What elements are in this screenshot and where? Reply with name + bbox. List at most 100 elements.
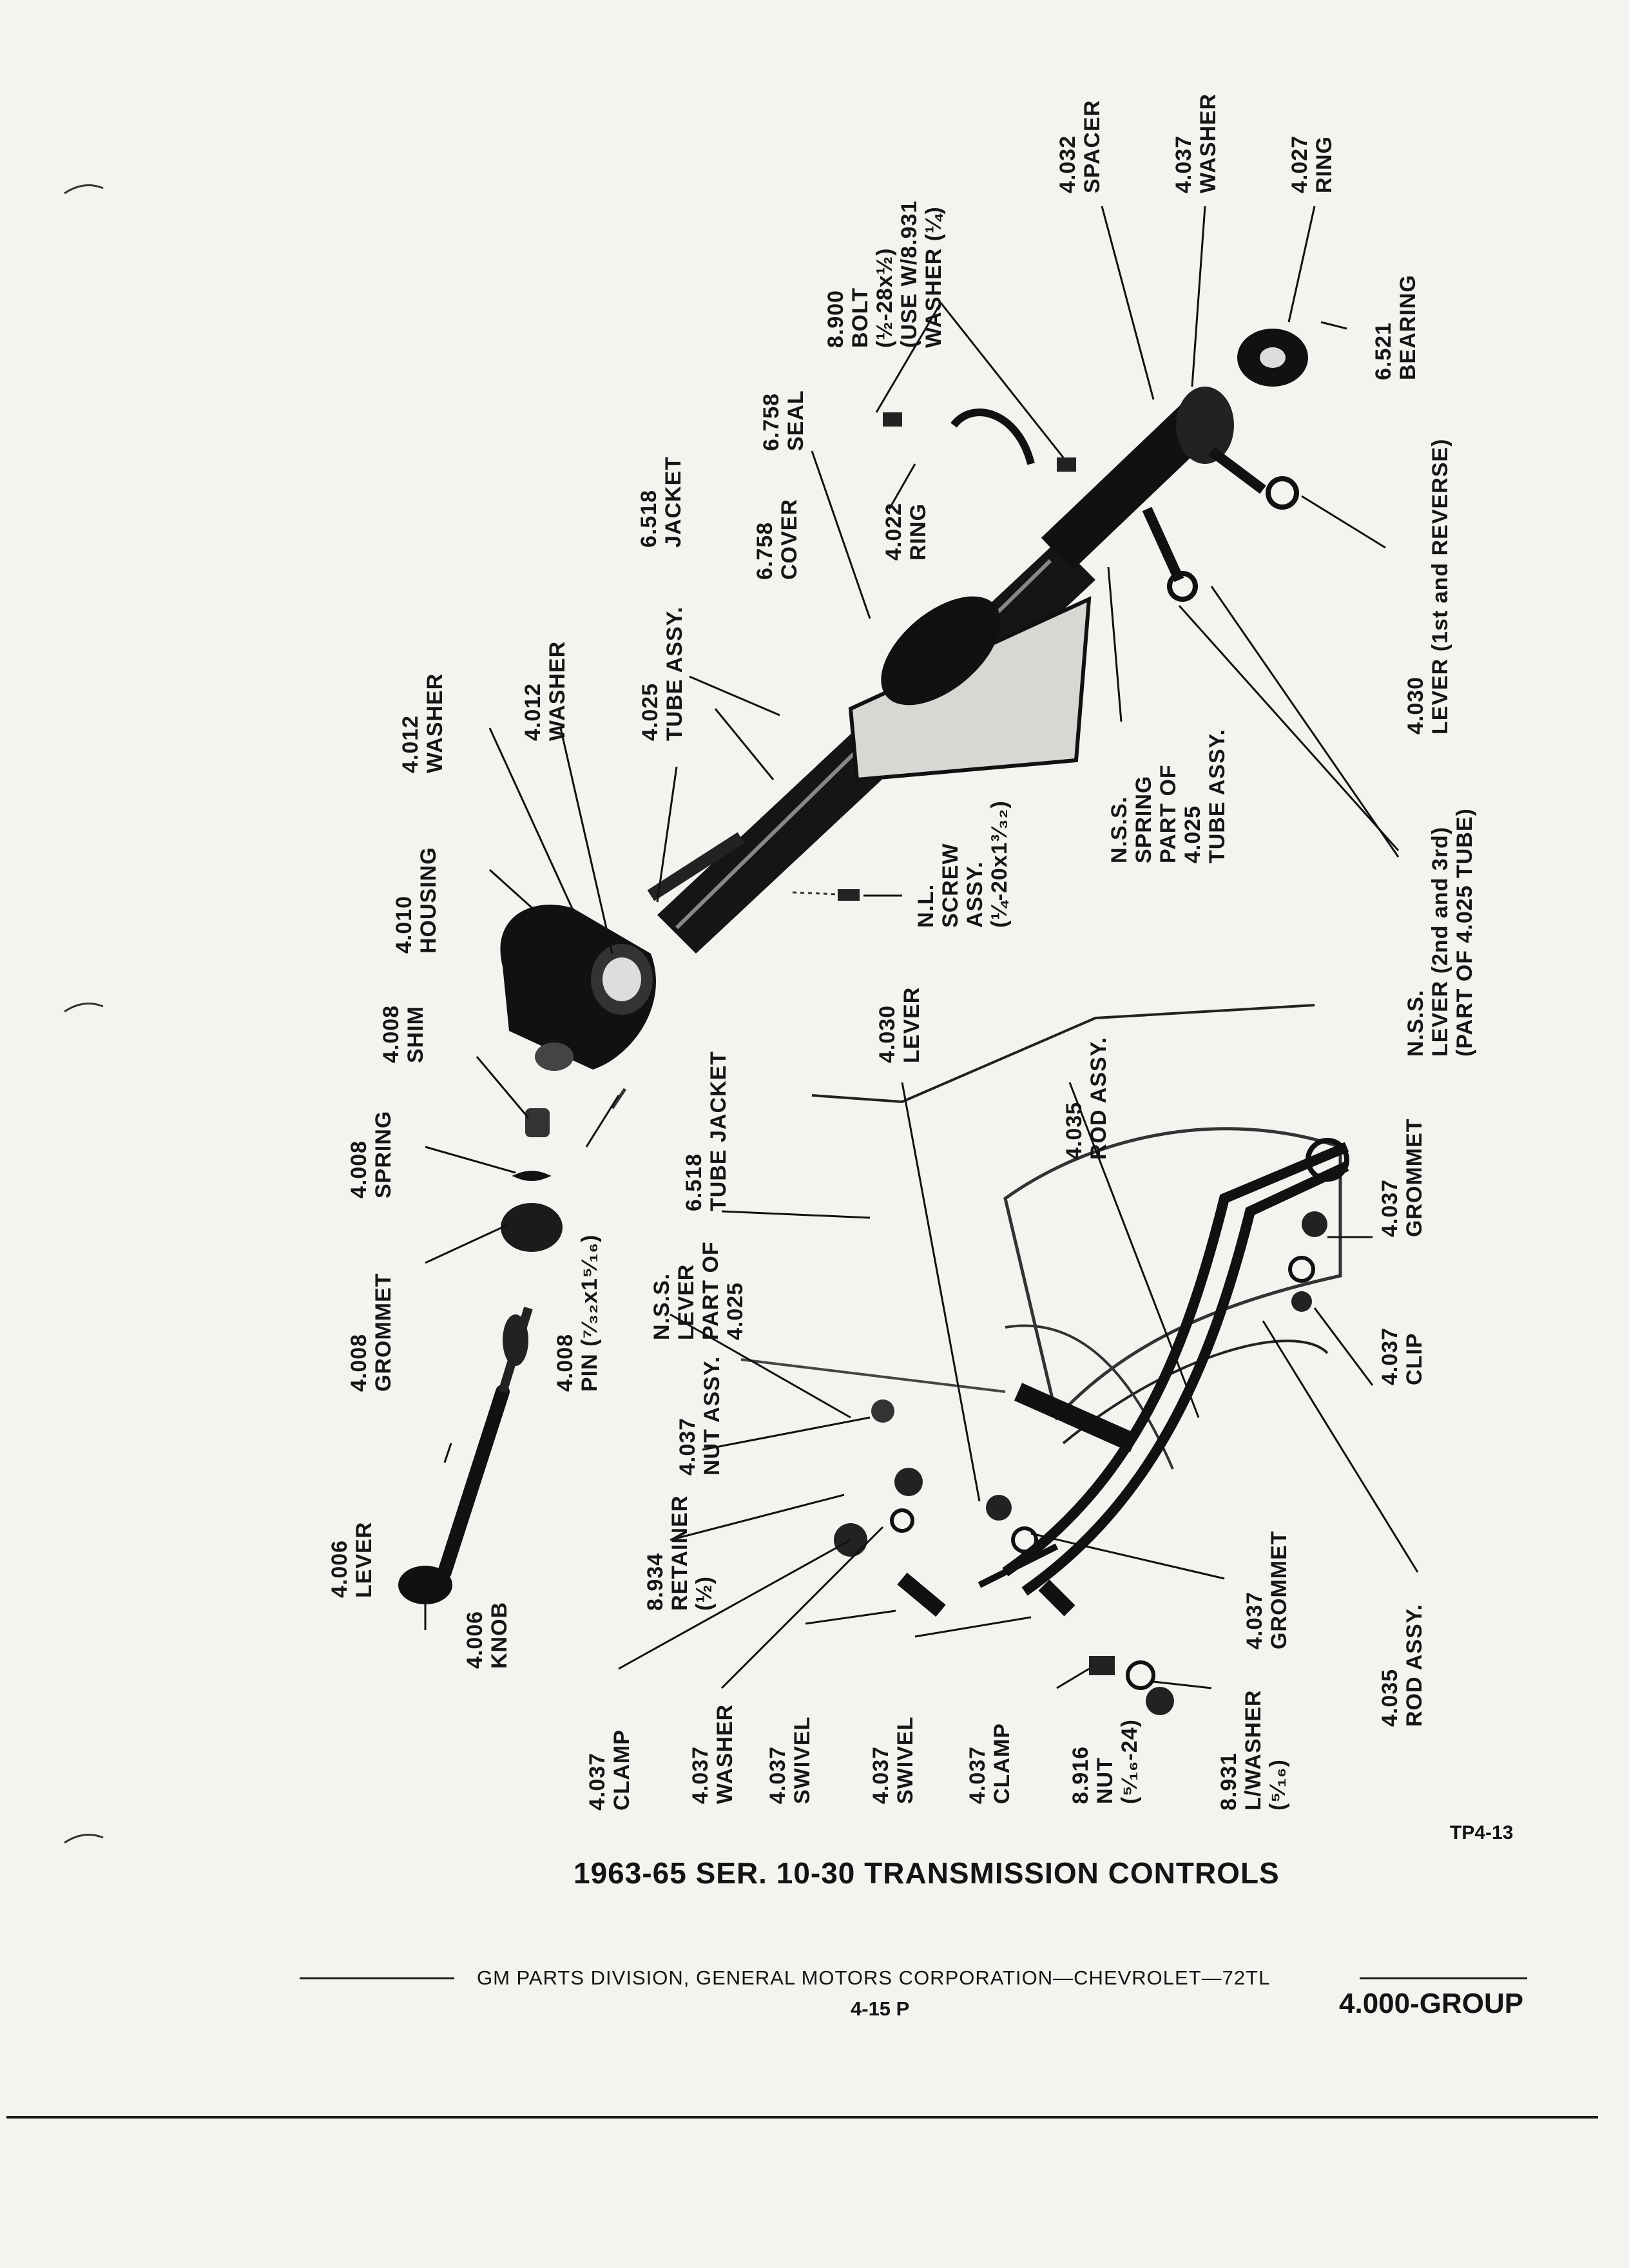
label-line: GROMMET — [1267, 1530, 1291, 1649]
label-line: 4.025 — [723, 1282, 747, 1340]
small-hardware — [834, 1211, 1327, 1715]
label-line: GROMMET — [1402, 1118, 1427, 1237]
label-line: SEAL — [784, 390, 808, 451]
label-line: RETAINER — [668, 1495, 692, 1611]
label-line: SCREW — [938, 843, 963, 928]
footer-rule-right — [1360, 1977, 1527, 1979]
lower-linkage-frame — [740, 1004, 1342, 1470]
label-line: 8.900 — [824, 289, 848, 348]
rod-assemblies — [978, 1138, 1349, 1596]
label-line: WASHER — [713, 1704, 737, 1804]
label-line: ROD ASSY. — [1086, 1036, 1111, 1160]
label-line: PART OF — [699, 1241, 723, 1340]
label-line: 4.037 — [1378, 1178, 1402, 1237]
label-line: 4.025 — [638, 682, 662, 741]
label-line: 4.032 — [1055, 135, 1080, 193]
label-line: ASSY. — [963, 861, 987, 928]
label-line: 4.008 — [347, 1140, 371, 1198]
label-line: BOLT — [848, 287, 872, 348]
label-line: TUBE JACKET — [706, 1050, 731, 1211]
label-line: 4.012 — [521, 682, 545, 741]
label-line: BEARING — [1396, 274, 1420, 380]
label-line: 4.037 — [766, 1745, 790, 1804]
label-line: TUBE ASSY. — [1205, 728, 1229, 863]
label-line: 8.931 — [1217, 1752, 1241, 1811]
label-line: 4.010 — [392, 895, 416, 954]
label-line: COVER — [777, 499, 802, 580]
label-line: 4.037 — [869, 1745, 893, 1804]
label-line: 6.518 — [682, 1153, 706, 1211]
label-line: 6.518 — [637, 489, 661, 548]
label-line: 4.037 — [675, 1417, 700, 1475]
label-line: ROD ASSY. — [1402, 1603, 1427, 1727]
label-line: 4.037 — [585, 1752, 610, 1811]
label-line: 6.758 — [759, 392, 784, 451]
page-number: 4-15 P — [851, 1997, 910, 2020]
label-line: (½-28x½) — [872, 247, 897, 348]
label-line: SPRING — [1132, 775, 1156, 863]
label-line: (USE W/8.931 — [897, 200, 921, 348]
lbl-nss-lever-2nd: N.S.S.LEVER (2nd and 3rd)(PART OF 4.025 … — [1403, 808, 1477, 1057]
label-line: CLAMP — [990, 1723, 1014, 1804]
label-line: NUT — [1093, 1757, 1117, 1804]
diagram-title: 1963-65 SER. 10-30 TRANSMISSION CONTROLS — [574, 1856, 1280, 1890]
label-line: TUBE ASSY. — [662, 606, 687, 741]
label-line: N.L. — [914, 883, 938, 928]
label-line: L/WASHER — [1241, 1689, 1266, 1811]
label-line: KNOB — [487, 1601, 512, 1669]
label-line: 4.006 — [327, 1539, 352, 1598]
label-line: PART OF — [1156, 764, 1181, 863]
label-line: LEVER — [900, 986, 924, 1063]
label-line: (PART OF 4.025 TUBE) — [1452, 808, 1477, 1057]
label-line: 4.022 — [882, 502, 906, 561]
footer-text: GM PARTS DIVISION, GENERAL MOTORS CORPOR… — [477, 1966, 1271, 1989]
label-line: JACKET — [661, 456, 686, 548]
label-line: 4.035 — [1062, 1101, 1086, 1160]
label-line: WASHER — [1196, 93, 1220, 193]
label-line: WASHER — [545, 640, 570, 741]
label-line: CLIP — [1402, 1332, 1427, 1385]
label-line: 4.008 — [347, 1333, 371, 1392]
label-line: 4.037 — [1378, 1327, 1402, 1385]
label-line: 6.758 — [753, 521, 777, 580]
label-line: SPACER — [1080, 99, 1104, 193]
label-line: N.S.S. — [650, 1273, 674, 1340]
lever-and-knob — [398, 1306, 533, 1604]
label-line: 4.037 — [1171, 135, 1196, 193]
label-line: 4.030 — [875, 1004, 900, 1063]
label-line: WASHER — [423, 673, 447, 773]
column-screw — [792, 889, 860, 901]
label-line: 4.012 — [398, 715, 423, 773]
bottom-rule — [6, 2116, 1598, 2119]
label-line: 4.008 — [553, 1333, 577, 1392]
